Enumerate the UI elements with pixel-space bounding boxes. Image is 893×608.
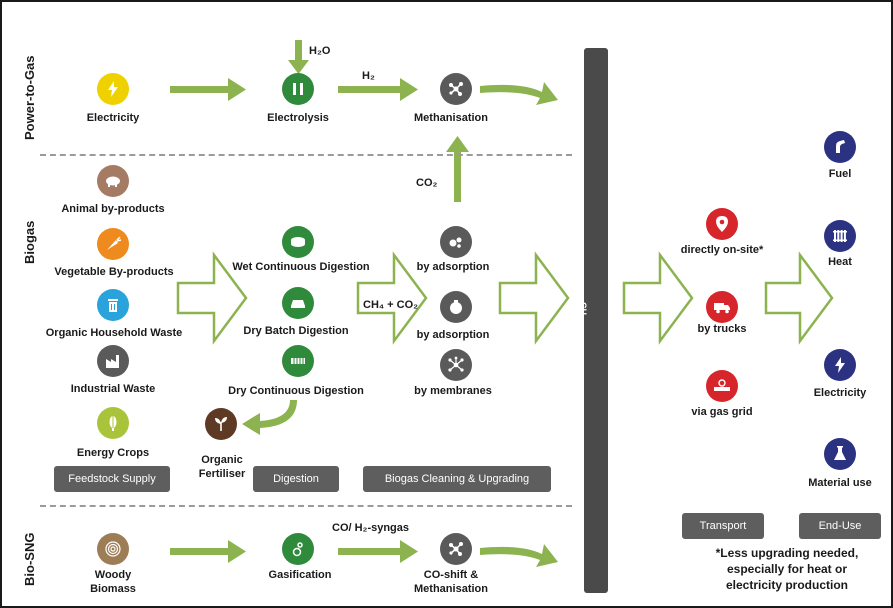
- radiator-icon: [824, 220, 856, 252]
- enduse-label-electricity: Electricity: [813, 387, 867, 399]
- feedstock-label-animal: Animal by-products: [61, 203, 165, 215]
- ch4-co2-label: CH₄ + CO₂: [363, 299, 419, 311]
- ch4-collector-bar: [584, 48, 608, 593]
- digestion-label-dry-continuous: Dry Continuous Digestion: [228, 385, 364, 397]
- section-label-bio-sng: Bio-SNG: [22, 532, 37, 586]
- tag-feedstock-supply: Feedstock Supply: [54, 466, 170, 492]
- divider-top: [40, 154, 572, 156]
- feedstock-label-energy-crops: Energy Crops: [76, 447, 150, 459]
- tag-digestion: Digestion: [253, 466, 339, 492]
- upgrading-label-adsorption-2: by adsorption: [416, 329, 490, 341]
- tag-biogas-cleaning: Biogas Cleaning & Upgrading: [363, 466, 551, 492]
- gasification-label: Gasification: [268, 569, 332, 581]
- location-pin-icon: [706, 208, 738, 240]
- hollow-arrow-digestion-to-cleaning: [356, 251, 428, 345]
- hollow-arrow-cleaning-to-ch4: [498, 251, 570, 345]
- hollow-arrow-transport-to-enduse: [764, 251, 834, 345]
- plant-icon: [205, 408, 237, 440]
- h2-label: H₂: [362, 70, 375, 82]
- feedstock-label-household: Organic Household Waste: [45, 327, 183, 339]
- hollow-arrow-ch4-to-transport: [622, 251, 694, 345]
- woody-biomass-label: Woody Biomass: [90, 569, 136, 595]
- arrow-coshift-to-ch4: [480, 544, 558, 567]
- syngas-label: CO/ H₂-syngas: [332, 522, 410, 534]
- arrow-methanisation-to-ch4: [480, 82, 558, 105]
- truck-icon: [706, 291, 738, 323]
- digestion-label-wet: Wet Continuous Digestion: [232, 261, 370, 273]
- network-icon: [440, 349, 472, 381]
- arrow-electricity-to-electrolysis: [170, 78, 246, 101]
- corn-icon: [97, 407, 129, 439]
- enduse-label-fuel: Fuel: [828, 168, 852, 180]
- trash-bin-icon: [97, 289, 129, 321]
- co2-label: CO₂: [416, 177, 438, 189]
- bag-icon: [440, 291, 472, 323]
- molecule-icon: [440, 73, 472, 105]
- arrow-woody-to-gasification: [170, 540, 246, 563]
- digestion-label-dry-batch: Dry Batch Digestion: [243, 325, 349, 337]
- section-label-power-to-gas: Power-to-Gas: [22, 55, 37, 140]
- pipe-icon: [706, 370, 738, 402]
- upgrading-label-adsorption-1: by adsorption: [416, 261, 490, 273]
- co-shift-molecule-icon: [440, 533, 472, 565]
- hollow-arrow-feedstock-to-digestion: [176, 251, 248, 345]
- ch4-label: CH₄: [578, 302, 588, 320]
- fuel-pump-icon: [824, 131, 856, 163]
- organic-fertiliser-label: Organic Fertiliser: [198, 454, 246, 480]
- flask-icon: [282, 533, 314, 565]
- tag-end-use: End-Use: [799, 513, 881, 539]
- feedstock-label-industrial: Industrial Waste: [70, 383, 156, 395]
- arrow-co2-up: [446, 136, 469, 202]
- divider-bottom: [40, 505, 572, 507]
- batch-digester-icon: [282, 287, 314, 319]
- electricity-label: Electricity: [86, 112, 140, 124]
- methanisation-label: Methanisation: [414, 112, 488, 124]
- upgrading-label-membranes: by membranes: [414, 385, 492, 397]
- transport-label-on-site: directly on-site*: [680, 244, 764, 256]
- co-shift-label: CO-shift & Methanisation: [414, 569, 488, 595]
- factory-icon: [97, 345, 129, 377]
- electrolysis-label: Electrolysis: [267, 112, 329, 124]
- log-icon: [97, 533, 129, 565]
- lightning-icon: [97, 73, 129, 105]
- tank-icon: [282, 226, 314, 258]
- tag-transport: Transport: [682, 513, 764, 539]
- beaker-icon: [824, 438, 856, 470]
- section-label-biogas: Biogas: [22, 220, 37, 264]
- enduse-label-heat: Heat: [828, 256, 852, 268]
- arrow-electrolysis-to-methanisation: [338, 78, 418, 101]
- transport-label-trucks: by trucks: [697, 323, 747, 335]
- continuous-digester-icon: [282, 345, 314, 377]
- carrot-icon: [97, 228, 129, 260]
- footnote: *Less upgrading needed, especially for h…: [715, 546, 859, 592]
- arrow-h2o-down: [288, 40, 309, 74]
- enduse-label-material: Material use: [808, 477, 872, 489]
- arrow-to-fertiliser: [242, 400, 297, 435]
- h2o-label: H₂O: [309, 45, 331, 57]
- feedstock-label-vegetable: Vegetable By-products: [54, 266, 174, 278]
- bubbles-icon: [440, 226, 472, 258]
- transport-label-gas-grid: via gas grid: [691, 406, 753, 418]
- arrow-gasification-to-coshift: [338, 540, 418, 563]
- pig-icon: [97, 165, 129, 197]
- electrolysis-icon: [282, 73, 314, 105]
- end-electricity-lightning-icon: [824, 349, 856, 381]
